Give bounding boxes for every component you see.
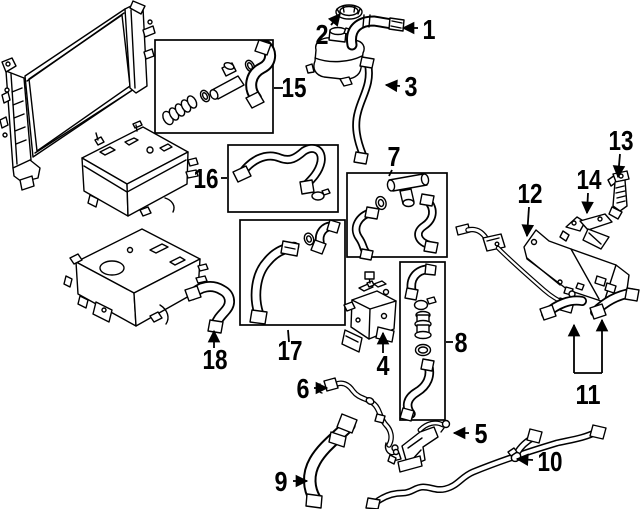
water-pump-illustration <box>341 271 397 353</box>
callout-5-label[interactable]: 5 <box>475 418 488 449</box>
reservoir-cap-illustration <box>335 4 363 20</box>
bracket-14-illustration <box>559 213 613 250</box>
bracket-assembly-5-illustration <box>387 419 451 473</box>
callout-12-label[interactable]: 12 <box>518 178 543 209</box>
callout-11-label[interactable]: 11 <box>576 379 601 410</box>
callout-13[interactable]: 13 <box>609 125 634 179</box>
callout-15[interactable]: 15 <box>274 72 307 103</box>
callout-15-label[interactable]: 15 <box>282 72 307 103</box>
radiator-illustration <box>0 0 156 191</box>
hose-9-illustration <box>303 413 358 509</box>
callout-18[interactable]: 18 <box>203 329 228 375</box>
callout-5[interactable]: 5 <box>452 418 488 449</box>
callout-7[interactable]: 7 <box>388 141 401 177</box>
callout-17-label[interactable]: 17 <box>278 335 303 366</box>
callout-16-label[interactable]: 16 <box>194 163 219 194</box>
callout-4[interactable]: 4 <box>377 331 390 381</box>
callout-8[interactable]: 8 <box>446 327 468 358</box>
tee-box-7 <box>346 172 448 261</box>
inverter-upper-illustration <box>81 120 199 217</box>
callout-8-label[interactable]: 8 <box>455 327 468 358</box>
callout-3[interactable]: 3 <box>384 71 418 102</box>
callout-9-label[interactable]: 9 <box>275 466 288 497</box>
callout-10[interactable]: 10 <box>515 446 563 477</box>
callout-10-label[interactable]: 10 <box>538 446 563 477</box>
callout-1-label[interactable]: 1 <box>423 14 436 45</box>
hose-box-16 <box>227 144 339 213</box>
parts-box-8 <box>399 261 446 422</box>
hose-10-illustration <box>365 424 607 509</box>
callout-2-label[interactable]: 2 <box>316 19 329 50</box>
callout-4-label[interactable]: 4 <box>377 350 390 381</box>
callout-7-label[interactable]: 7 <box>388 141 401 172</box>
callout-2[interactable]: 2 <box>316 13 341 50</box>
callout-18-label[interactable]: 18 <box>203 344 228 375</box>
callout-3-label[interactable]: 3 <box>405 71 418 102</box>
hose-pair-11-illustration <box>539 287 640 321</box>
callout-16[interactable]: 16 <box>194 163 228 194</box>
callout-17[interactable]: 17 <box>278 329 303 366</box>
callout-1[interactable]: 1 <box>401 14 436 45</box>
callout-6-label[interactable]: 6 <box>297 373 310 404</box>
callout-6[interactable]: 6 <box>297 373 329 404</box>
callout-9[interactable]: 9 <box>275 466 309 497</box>
converter-lower-illustration <box>63 228 209 327</box>
reservoir-inlet-hose-illustration <box>346 14 405 51</box>
hose-box-17 <box>239 219 346 326</box>
callout-13-label[interactable]: 13 <box>609 125 634 156</box>
bracket-13-illustration <box>607 170 630 220</box>
callout-12[interactable]: 12 <box>518 178 543 238</box>
callout-11[interactable]: 11 <box>567 318 609 410</box>
kit-box-15 <box>154 39 277 134</box>
callout-14[interactable]: 14 <box>577 164 602 215</box>
reservoir-lower-hose-illustration <box>352 56 375 165</box>
hose-18-illustration <box>184 281 235 334</box>
callout-14-label[interactable]: 14 <box>577 164 602 195</box>
